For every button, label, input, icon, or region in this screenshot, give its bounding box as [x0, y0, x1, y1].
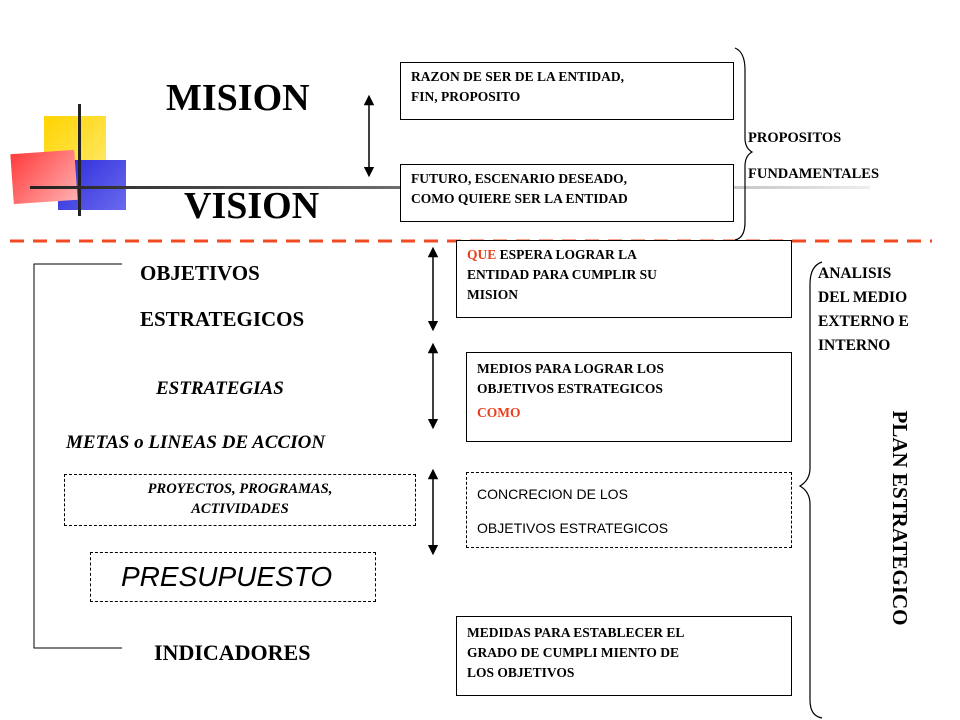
proyectos-box: PROYECTOS, PROGRAMAS, ACTIVIDADES	[64, 474, 416, 526]
analisis-line-1: ANALISIS	[818, 265, 892, 282]
left-bracket	[33, 263, 122, 649]
box-medidas-line-2: GRADO DE CUMPLI MIENTO DE	[467, 645, 680, 660]
indicadores-label: INDICADORES	[154, 640, 311, 665]
brace-plan	[798, 261, 823, 719]
vision-label: VISION	[184, 185, 320, 227]
mision-label: MISION	[166, 77, 310, 119]
que-highlight: QUE	[467, 247, 497, 262]
analisis-label: ANALISIS DEL MEDIO EXTERNO E INTERNO	[818, 262, 909, 358]
box-medidas-line-1: MEDIDAS PARA ESTABLECER EL	[467, 625, 685, 640]
box-que-line-1: QUE ESPERA LOGRAR LA	[467, 245, 781, 265]
objetivos-line-1: OBJETIVOS	[140, 261, 260, 285]
box-razon-line-1: RAZON DE SER DE LA ENTIDAD,	[411, 69, 625, 84]
box-medios-como: COMO	[477, 405, 521, 420]
que-rest: ESPERA LOGRAR LA	[496, 247, 637, 262]
box-futuro: FUTURO, ESCENARIO DESEADO, COMO QUIERE S…	[400, 164, 734, 222]
propositos-label: PROPOSITOS FUNDAMENTALES	[748, 120, 879, 192]
plan-estrategico-label: PLAN ESTRATEGICO	[888, 410, 912, 626]
box-medios: MEDIOS PARA LOGRAR LOS OBJETIVOS ESTRATE…	[466, 352, 792, 442]
proyectos-line-2: ACTIVIDADES	[191, 501, 289, 517]
box-que-line-2: ENTIDAD PARA CUMPLIR SU	[467, 267, 657, 282]
metas-label: METAS o LINEAS DE ACCION	[66, 432, 326, 453]
analisis-line-4: INTERNO	[818, 337, 891, 354]
box-medidas: MEDIDAS PARA ESTABLECER EL GRADO DE CUMP…	[456, 616, 792, 696]
box-concrecion-line-1: CONCRECION DE LOS	[477, 486, 628, 502]
propositos-line-2: FUNDAMENTALES	[748, 166, 880, 182]
objetivos-line-2: ESTRATEGICOS	[140, 307, 305, 331]
box-medios-line-2: OBJETIVOS ESTRATEGICOS	[477, 381, 663, 396]
presupuesto-box: PRESUPUESTO	[90, 552, 376, 602]
box-concrecion: CONCRECION DE LOS OBJETIVOS ESTRATEGICOS	[466, 472, 792, 548]
box-razon-de-ser: RAZON DE SER DE LA ENTIDAD, FIN, PROPOSI…	[400, 62, 734, 120]
brace-propositos	[734, 47, 754, 241]
analisis-line-2: DEL MEDIO	[818, 289, 908, 306]
analisis-line-3: EXTERNO E	[818, 313, 909, 330]
box-razon-line-2: FIN, PROPOSITO	[411, 89, 521, 104]
box-medios-line-1: MEDIOS PARA LOGRAR LOS	[477, 361, 664, 376]
box-futuro-line-2: COMO QUIERE SER LA ENTIDAD	[411, 191, 628, 206]
proyectos-line-1: PROYECTOS, PROGRAMAS,	[147, 481, 333, 497]
propositos-line-1: PROPOSITOS	[748, 130, 842, 146]
box-que-line-3: MISION	[467, 287, 519, 302]
box-que-espera: QUE ESPERA LOGRAR LA ENTIDAD PARA CUMPLI…	[456, 240, 792, 318]
logo-vertical-line	[78, 104, 81, 216]
box-concrecion-line-2: OBJETIVOS ESTRATEGICOS	[477, 520, 669, 536]
box-medidas-line-3: LOS OBJETIVOS	[467, 665, 575, 680]
box-futuro-line-1: FUTURO, ESCENARIO DESEADO,	[411, 171, 628, 186]
objetivos-estrategicos-label: OBJETIVOS ESTRATEGICOS	[140, 250, 304, 342]
estrategias-label: ESTRATEGIAS	[156, 378, 284, 399]
